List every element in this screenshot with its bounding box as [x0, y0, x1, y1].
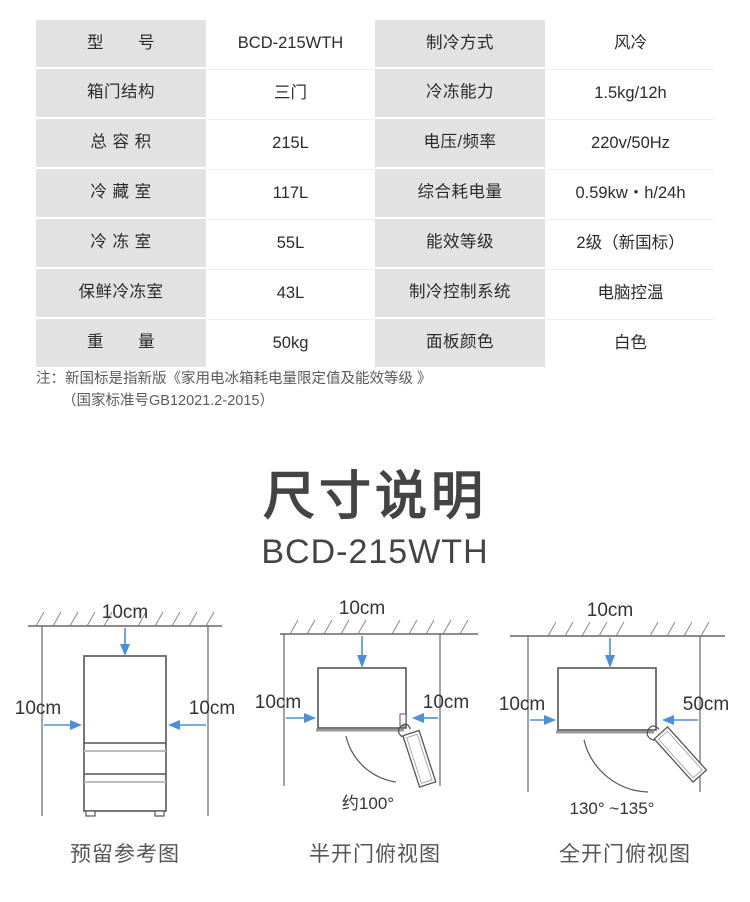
spec-value: 风冷 [547, 20, 714, 69]
wall-hatching-icon [289, 619, 469, 635]
table-row: 型 号 BCD-215WTH 制冷方式 风冷 [36, 20, 714, 69]
spec-value: 1.5kg/12h [547, 69, 714, 119]
left-clearance-arrow-icon [530, 715, 556, 725]
spec-value: BCD-215WTH [208, 20, 375, 69]
right-clearance-arrow-icon [662, 715, 698, 725]
spec-key: 冷 冻 室 [36, 219, 208, 269]
left-clearance-label: 10cm [500, 694, 545, 715]
table-row: 重 量 50kg 面板颜色 白色 [36, 319, 714, 367]
spec-key: 综合耗电量 [375, 169, 547, 219]
spec-table-container: 型 号 BCD-215WTH 制冷方式 风冷 箱门结构 三门 冷冻能力 1.5k… [36, 20, 714, 367]
right-clearance-arrow-icon [412, 713, 438, 723]
door-angle-label: 约100° [342, 794, 394, 813]
top-clearance-label: 10cm [587, 600, 633, 621]
spec-table-body: 型 号 BCD-215WTH 制冷方式 风冷 箱门结构 三门 冷冻能力 1.5k… [36, 20, 714, 367]
note-line-2: （国家标准号GB12021.2-2015） [62, 393, 274, 410]
spec-key: 制冷方式 [375, 20, 547, 69]
spec-value: 55L [208, 219, 375, 269]
top-clearance-arrow-icon [357, 636, 367, 668]
top-clearance-label: 10cm [102, 602, 148, 623]
spec-key: 型 号 [36, 20, 208, 69]
spec-value: 2级（新国标） [547, 219, 714, 269]
half-open-top-view-svg: 10cm 10cm 10cm 约100° [255, 598, 478, 813]
right-clearance-arrow-icon [168, 720, 206, 730]
table-row: 冷 冻 室 55L 能效等级 2级（新国标） [36, 219, 714, 269]
spec-key: 保鲜冷冻室 [36, 269, 208, 319]
diagram-front-clearance: 10cm 10cm 10cm 预留参考图 [0, 596, 250, 868]
left-clearance-arrow-icon [286, 713, 316, 723]
top-clearance-arrow-icon [605, 638, 615, 668]
spec-value: 117L [208, 169, 375, 219]
spec-value: 电脑控温 [547, 269, 714, 319]
spec-value: 50kg [208, 319, 375, 367]
model-subtitle: BCD-215WTH [261, 532, 489, 571]
full-open-top-view-svg: 10cm 10cm 50cm 130° ~135° [500, 600, 729, 818]
left-clearance-label: 10cm [15, 698, 61, 719]
table-row: 冷 藏 室 117L 综合耗电量 0.59kw・h/24h [36, 169, 714, 219]
spec-key: 能效等级 [375, 219, 547, 269]
front-clearance-svg: 10cm 10cm 10cm [15, 602, 235, 817]
wall-hatching-icon [547, 621, 710, 637]
spec-key: 面板颜色 [375, 319, 547, 367]
spec-key: 重 量 [36, 319, 208, 367]
standard-note: 注：新国标是指新版《家用电冰箱耗电量限定值及能效等级 》 （国家标准号GB120… [36, 368, 676, 413]
spec-key: 制冷控制系统 [375, 269, 547, 319]
dimension-diagrams: 10cm 10cm 10cm 预留参考图 [0, 596, 750, 868]
wall-hatching-icon [35, 611, 215, 627]
specification-table: 型 号 BCD-215WTH 制冷方式 风冷 箱门结构 三门 冷冻能力 1.5k… [36, 20, 714, 367]
top-clearance-arrow-icon [120, 628, 130, 656]
left-clearance-label: 10cm [255, 692, 301, 713]
left-clearance-arrow-icon [44, 720, 82, 730]
spec-value: 220v/50Hz [547, 119, 714, 169]
door-swing-arc [345, 735, 397, 783]
spec-key: 冷 藏 室 [36, 169, 208, 219]
door-swing-arc [583, 739, 649, 793]
door-angle-label: 130° ~135° [570, 799, 655, 818]
right-clearance-label: 10cm [423, 692, 469, 713]
top-clearance-label: 10cm [339, 598, 385, 619]
spec-key: 箱门结构 [36, 69, 208, 119]
refrigerator-front-icon [83, 655, 167, 817]
page-title: 尺寸说明 [262, 468, 487, 526]
spec-value: 0.59kw・h/24h [547, 169, 714, 219]
diagram-half-open-top-view: 10cm 10cm 10cm 约100° 半开门俯视图 [250, 596, 500, 868]
spec-key: 冷冻能力 [375, 69, 547, 119]
diagram-caption: 预留参考图 [70, 843, 180, 866]
diagram-caption: 半开门俯视图 [309, 843, 441, 866]
table-row: 保鲜冷冻室 43L 制冷控制系统 电脑控温 [36, 269, 714, 319]
spec-key: 电压/频率 [375, 119, 547, 169]
note-line-1: 注：新国标是指新版《家用电冰箱耗电量限定值及能效等级 》 [36, 371, 432, 387]
right-clearance-label: 50cm [683, 694, 729, 715]
open-door-icon [646, 725, 708, 784]
spec-value: 白色 [547, 319, 714, 367]
refrigerator-topview-icon [556, 667, 657, 734]
spec-key: 总 容 积 [36, 119, 208, 169]
right-clearance-label: 10cm [189, 698, 235, 719]
open-door-icon [397, 723, 437, 788]
refrigerator-topview-icon [316, 667, 407, 732]
spec-value: 215L [208, 119, 375, 169]
table-row: 箱门结构 三门 冷冻能力 1.5kg/12h [36, 69, 714, 119]
table-row: 总 容 积 215L 电压/频率 220v/50Hz [36, 119, 714, 169]
dimension-title-block: 尺寸说明 BCD-215WTH [0, 470, 750, 572]
spec-value: 43L [208, 269, 375, 319]
diagram-full-open-top-view: 10cm 10cm 50cm 130° ~135° 全开门俯视图 [500, 596, 750, 868]
spec-value: 三门 [208, 69, 375, 119]
diagram-caption: 全开门俯视图 [559, 843, 691, 866]
